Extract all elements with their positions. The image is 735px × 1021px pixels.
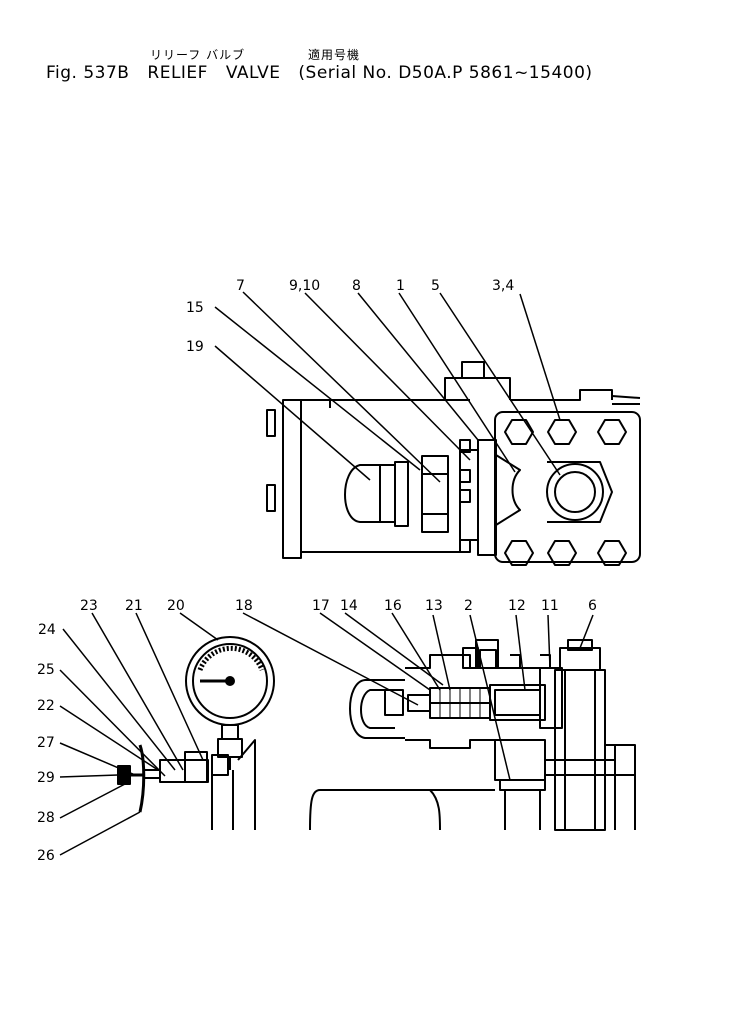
gauge-assembly	[117, 636, 275, 830]
callout-7: 7	[236, 278, 245, 294]
callout-15: 15	[186, 300, 204, 316]
callout-16: 16	[384, 598, 402, 614]
top-view-leaders	[214, 291, 561, 483]
callout-22: 22	[37, 698, 55, 714]
callout-2: 2	[464, 598, 473, 614]
callout-27: 27	[37, 735, 55, 751]
callout-25: 25	[37, 662, 55, 678]
callout-1: 1	[396, 278, 405, 294]
top-view-callouts: 7 9,10 8 1 5 3,4 15 19	[186, 278, 514, 355]
callout-14: 14	[340, 598, 358, 614]
section-view-callouts: 18 17 14 16 13 2 12 11 6	[235, 598, 597, 614]
callout-12: 12	[508, 598, 526, 614]
jp-serial-heading: 適用号機	[308, 48, 361, 62]
callout-6: 6	[588, 598, 597, 614]
gauge-view-callouts: 23 21 20 24 25 22 27 29 28 26	[37, 598, 185, 864]
jp-part-name: リリーフ バルブ	[150, 48, 246, 62]
callout-18: 18	[235, 598, 253, 614]
section-view-assembly	[309, 639, 636, 831]
part-name: RELIEF	[147, 63, 208, 83]
gauge-leaders	[59, 612, 219, 856]
part-name-2: VALVE	[225, 63, 281, 83]
callout-13: 13	[425, 598, 443, 614]
callout-23: 23	[80, 598, 98, 614]
section-leaders	[242, 612, 594, 781]
callout-21: 21	[125, 598, 143, 614]
figure-title: Fig. 537B RELIEF VALVE (Serial No. D50A.…	[46, 63, 605, 83]
serial-info: (Serial No. D50A.P 5861~15400)	[298, 63, 593, 83]
callout-19: 19	[186, 339, 204, 355]
callout-5: 5	[431, 278, 440, 294]
top-view-assembly	[266, 361, 641, 566]
callout-29: 29	[37, 770, 55, 786]
callout-17: 17	[312, 598, 330, 614]
callout-24: 24	[38, 622, 56, 638]
callout-26: 26	[37, 848, 55, 864]
callout-20: 20	[167, 598, 185, 614]
callout-28: 28	[37, 810, 55, 826]
callout-3-4: 3,4	[492, 278, 514, 294]
callout-11: 11	[541, 598, 559, 614]
callout-9-10: 9,10	[289, 278, 320, 294]
callout-8: 8	[352, 278, 361, 294]
fig-label: Fig. 537B	[46, 63, 130, 83]
